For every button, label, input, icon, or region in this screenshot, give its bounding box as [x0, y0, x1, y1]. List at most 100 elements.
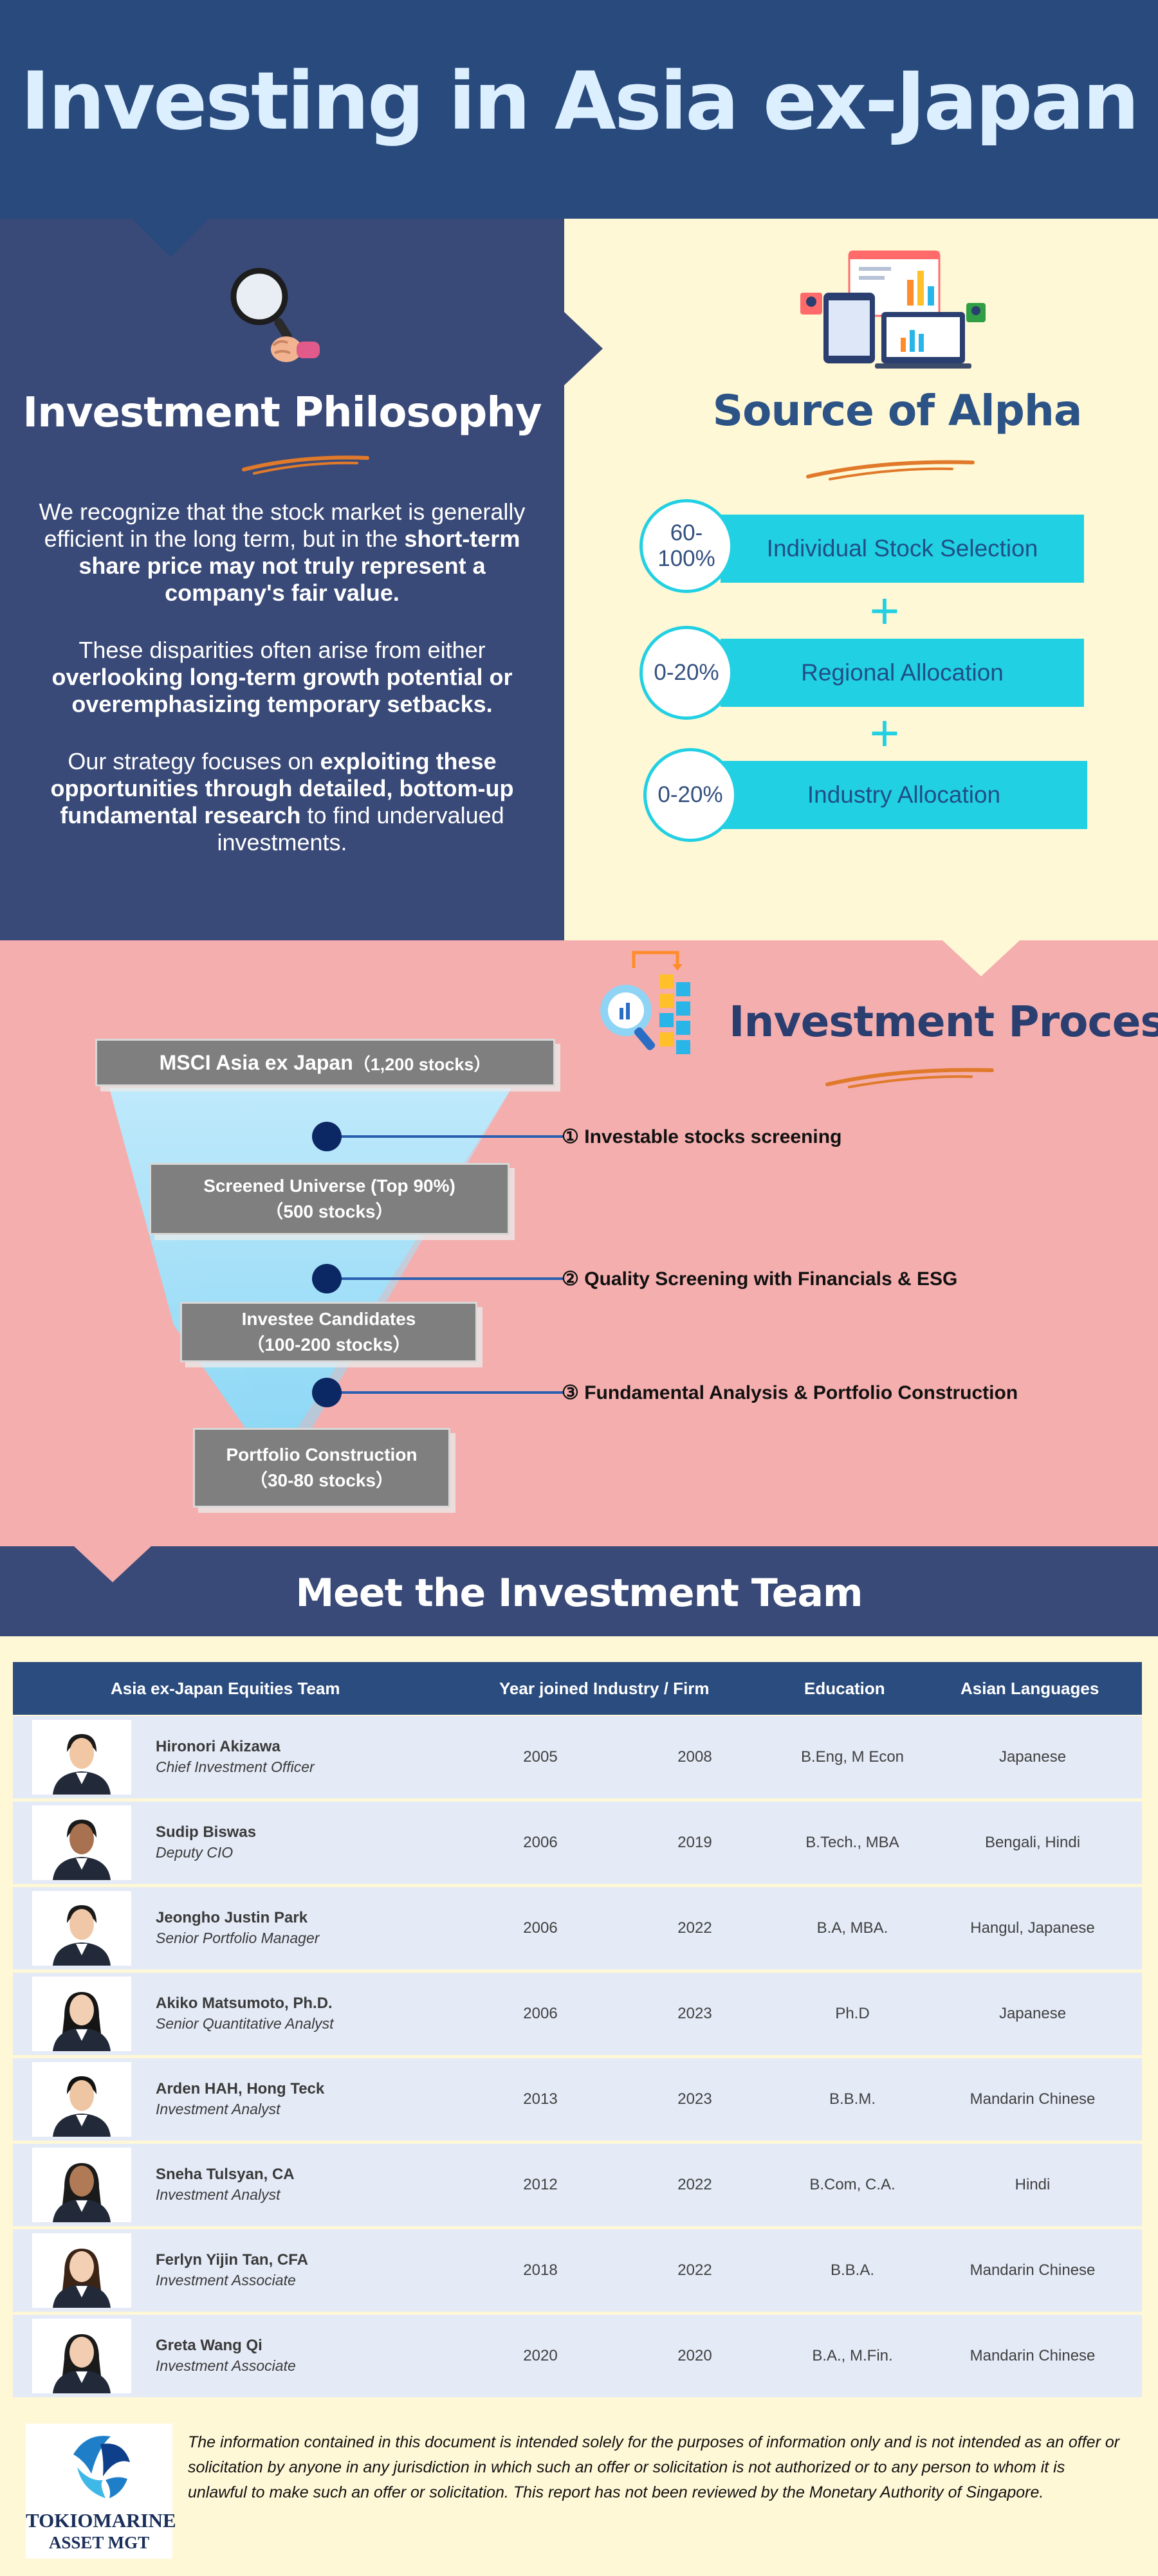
funnel-stage-screened: Screened Universe (Top 90%)（500 stocks） — [149, 1163, 510, 1235]
process-notch — [74, 1546, 151, 1582]
member-languages: Mandarin Chinese — [970, 2261, 1096, 2279]
member-education: B.B.M. — [829, 2090, 876, 2108]
plus-icon: + — [869, 582, 900, 639]
member-languages: Japanese — [998, 1748, 1067, 1766]
member-name: Sneha Tulsyan, CA — [156, 2166, 295, 2183]
philosophy-notch — [564, 312, 603, 385]
funnel-stage-portfolio: Portfolio Construction （30-80 stocks） — [193, 1428, 450, 1508]
member-title: Chief Investment Officer — [156, 1758, 315, 1775]
member-title: Investment Associate — [156, 2272, 296, 2288]
member-education: B.A, MBA. — [816, 1919, 888, 1937]
member-name: Sudip Biswas — [156, 1823, 257, 1841]
member-title: Investment Analyst — [156, 2186, 280, 2203]
stage-count: （100-200 stocks） — [246, 1335, 411, 1355]
member-year-industry: 2018 — [523, 2261, 558, 2279]
alpha-bar-industry: Industry Allocation — [721, 761, 1087, 829]
philosophy-heading: Investment Philosophy — [23, 389, 542, 437]
dashboard-devices-icon — [800, 250, 986, 369]
stage-title: Investee Candidates — [241, 1309, 416, 1329]
stage-title: MSCI Asia ex Japan — [159, 1050, 353, 1074]
table-row: Jeongho Justin Park Senior Portfolio Man… — [13, 1887, 1142, 1969]
alpha-range-regional: 0-20% — [639, 626, 733, 720]
member-year-industry: 2006 — [523, 1834, 558, 1851]
member-title: Senior Portfolio Manager — [156, 1930, 320, 1946]
column-header-joined: Year joined Industry / Firm — [499, 1679, 710, 1698]
step-label-1: ① Investable stocks screening — [562, 1126, 842, 1147]
column-header-languages: Asian Languages — [960, 1679, 1099, 1698]
logo-mark-icon — [73, 2436, 130, 2498]
plus-icon: + — [869, 704, 900, 762]
stage-count: （30-80 stocks） — [249, 1470, 394, 1490]
member-education: B.Com, C.A. — [809, 2176, 896, 2193]
step-connector — [341, 1277, 563, 1280]
member-languages: Bengali, Hindi — [984, 1834, 1081, 1851]
member-year-industry: 2006 — [523, 2005, 558, 2022]
alpha-bar-stock-selection: Individual Stock Selection — [721, 515, 1084, 583]
logo-subtitle: ASSET MGT — [48, 2533, 150, 2552]
header-notch — [132, 219, 209, 257]
member-languages: Hangul, Japanese — [970, 1919, 1095, 1937]
disclaimer-text: The information contained in this docume… — [188, 2433, 1120, 2501]
table-row: Ferlyn Yijin Tan, CFA Investment Associa… — [13, 2229, 1142, 2312]
table-row: Arden HAH, Hong Teck Investment Analyst … — [13, 2058, 1142, 2141]
alpha-heading: Source of Alpha — [712, 386, 1083, 435]
member-title: Senior Quantitative Analyst — [156, 2015, 334, 2032]
stage-count: （500 stocks） — [265, 1201, 394, 1221]
alpha-notch — [942, 940, 1020, 976]
page-title: Investing in Asia ex-Japan — [20, 55, 1139, 148]
step-connector — [341, 1391, 563, 1394]
member-education: Ph.D — [835, 2005, 870, 2022]
step-label-3: ③ Fundamental Analysis & Portfolio Const… — [562, 1382, 1018, 1403]
step-marker — [312, 1378, 342, 1407]
member-year-industry: 2020 — [523, 2347, 558, 2364]
member-year-firm: 2023 — [677, 2005, 712, 2022]
member-year-firm: 2020 — [677, 2347, 712, 2364]
avatar — [32, 2233, 131, 2308]
member-languages: Mandarin Chinese — [970, 2347, 1096, 2364]
team-table-header: Asia ex-Japan Equities Team Year joined … — [13, 1662, 1142, 1715]
member-title: Investment Associate — [156, 2357, 296, 2374]
member-education: B.A., M.Fin. — [812, 2347, 893, 2364]
table-row: Hironori Akizawa Chief Investment Office… — [13, 1716, 1142, 1798]
avatar — [32, 2148, 131, 2222]
table-row: Akiko Matsumoto, Ph.D. Senior Quantitati… — [13, 1973, 1142, 2055]
heading-underline — [242, 455, 369, 475]
avatar — [32, 1977, 131, 2051]
member-name: Arden HAH, Hong Teck — [156, 2080, 325, 2097]
philosophy-paragraph-2: These disparities often arise from eithe… — [51, 637, 513, 717]
member-languages: Japanese — [998, 2005, 1067, 2022]
member-year-firm: 2022 — [677, 2176, 712, 2193]
member-education: B.B.A. — [830, 2261, 875, 2279]
alpha-bar-label: Industry Allocation — [807, 781, 1001, 808]
member-name: Akiko Matsumoto, Ph.D. — [156, 1995, 333, 2012]
stage-title: Portfolio Construction — [226, 1445, 418, 1465]
member-year-industry: 2012 — [523, 2176, 558, 2193]
process-heading: Investment Process — [729, 997, 1158, 1046]
member-name: Jeongho Justin Park — [156, 1909, 308, 1926]
step-marker — [312, 1122, 342, 1151]
avatar — [32, 2062, 131, 2137]
alpha-bar-label: Regional Allocation — [801, 659, 1004, 686]
column-header-team: Asia ex-Japan Equities Team — [111, 1679, 340, 1698]
page-header: Investing in Asia ex-Japan — [0, 0, 1158, 219]
member-year-industry: 2006 — [523, 1919, 558, 1937]
alpha-bar-regional: Regional Allocation — [721, 639, 1084, 707]
step-marker — [312, 1264, 342, 1293]
member-year-industry: 2005 — [523, 1748, 558, 1766]
funnel-stage-msci: MSCI Asia ex Japan（1,200 stocks） — [95, 1039, 555, 1086]
table-row: Greta Wang Qi Investment Associate 2020 … — [13, 2315, 1142, 2397]
avatar — [32, 1891, 131, 1966]
step-connector — [341, 1135, 563, 1138]
funnel-stage-candidates: Investee Candidates （100-200 stocks） — [180, 1302, 477, 1362]
funnel-shape — [109, 1088, 511, 1441]
philosophy-content: Investment Philosophy — [0, 219, 564, 940]
member-education: B.Tech., MBA — [805, 1834, 899, 1851]
member-year-firm: 2022 — [677, 2261, 712, 2279]
member-name: Greta Wang Qi — [156, 2337, 262, 2354]
avatar — [32, 1805, 131, 1880]
company-logo: TOKIOMARINE ASSET MGT — [26, 2424, 176, 2559]
table-row: Sneha Tulsyan, CA Investment Analyst 201… — [13, 2144, 1142, 2226]
logo-name: TOKIOMARINE — [26, 2509, 176, 2532]
heading-underline — [825, 1068, 994, 1088]
alpha-range-industry: 0-20% — [643, 748, 737, 842]
